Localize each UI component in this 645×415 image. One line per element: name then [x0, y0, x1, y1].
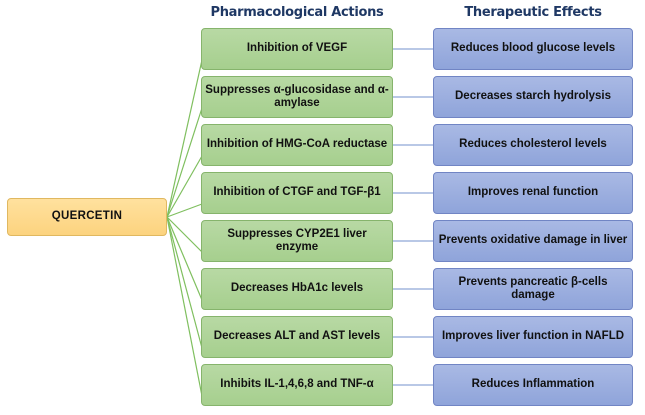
fan-connector [166, 216, 203, 397]
action-node: Decreases ALT and AST levels [201, 316, 393, 358]
fan-connector [166, 203, 203, 218]
header-therapeutic-effects: Therapeutic Effects [464, 5, 602, 20]
quercetin-node: QUERCETIN [7, 198, 167, 236]
fan-connector [166, 216, 203, 349]
fan-connector [166, 155, 203, 218]
action-node: Suppresses CYP2E1 liver enzyme [201, 220, 393, 262]
action-node: Inhibition of HMG-CoA reductase [201, 124, 393, 166]
effect-node: Prevents oxidative damage in liver [433, 220, 633, 262]
effect-node: Decreases starch hydrolysis [433, 76, 633, 118]
effect-node: Improves liver function in NAFLD [433, 316, 633, 358]
fan-connector [166, 107, 203, 218]
action-node: Inhibition of VEGF [201, 28, 393, 70]
header-pharmacological-actions: Pharmacological Actions [210, 5, 384, 20]
fan-connector [166, 216, 203, 253]
fan-connector [166, 59, 203, 218]
effect-node: Improves renal function [433, 172, 633, 214]
action-node: Suppresses α-glucosidase and α-amylase [201, 76, 393, 118]
action-node: Decreases HbA1c levels [201, 268, 393, 310]
action-node: Inhibits IL-1,4,6,8 and TNF-α [201, 364, 393, 406]
effect-node: Reduces Inflammation [433, 364, 633, 406]
effect-node: Reduces cholesterol levels [433, 124, 633, 166]
effect-node: Reduces blood glucose levels [433, 28, 633, 70]
action-node: Inhibition of CTGF and TGF-β1 [201, 172, 393, 214]
fan-connector [166, 216, 203, 301]
effect-node: Prevents pancreatic β-cells damage [433, 268, 633, 310]
